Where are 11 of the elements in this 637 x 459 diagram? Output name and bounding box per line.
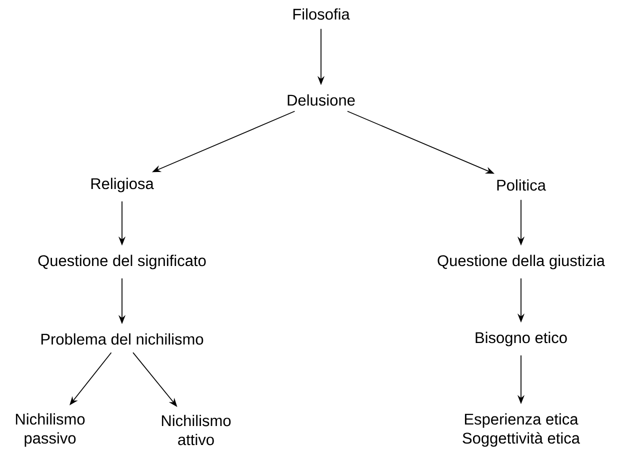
node-label: Questione della giustizia bbox=[438, 254, 605, 270]
node-label: Nichilismo passivo bbox=[16, 413, 85, 447]
node-label: Questione del significato bbox=[38, 254, 206, 270]
node-label: Filosofia bbox=[293, 8, 350, 20]
node-label: Problema del nichilismo bbox=[41, 333, 204, 345]
node-label: Nichilismo attivo bbox=[162, 414, 231, 446]
node-label: Esperienza etica Soggettività etica bbox=[462, 413, 580, 447]
node-label: Politica bbox=[497, 179, 546, 191]
node-label: Delusione bbox=[288, 94, 355, 106]
node-label: Religiosa bbox=[91, 178, 154, 192]
node-label: Bisogno etico bbox=[476, 332, 567, 346]
